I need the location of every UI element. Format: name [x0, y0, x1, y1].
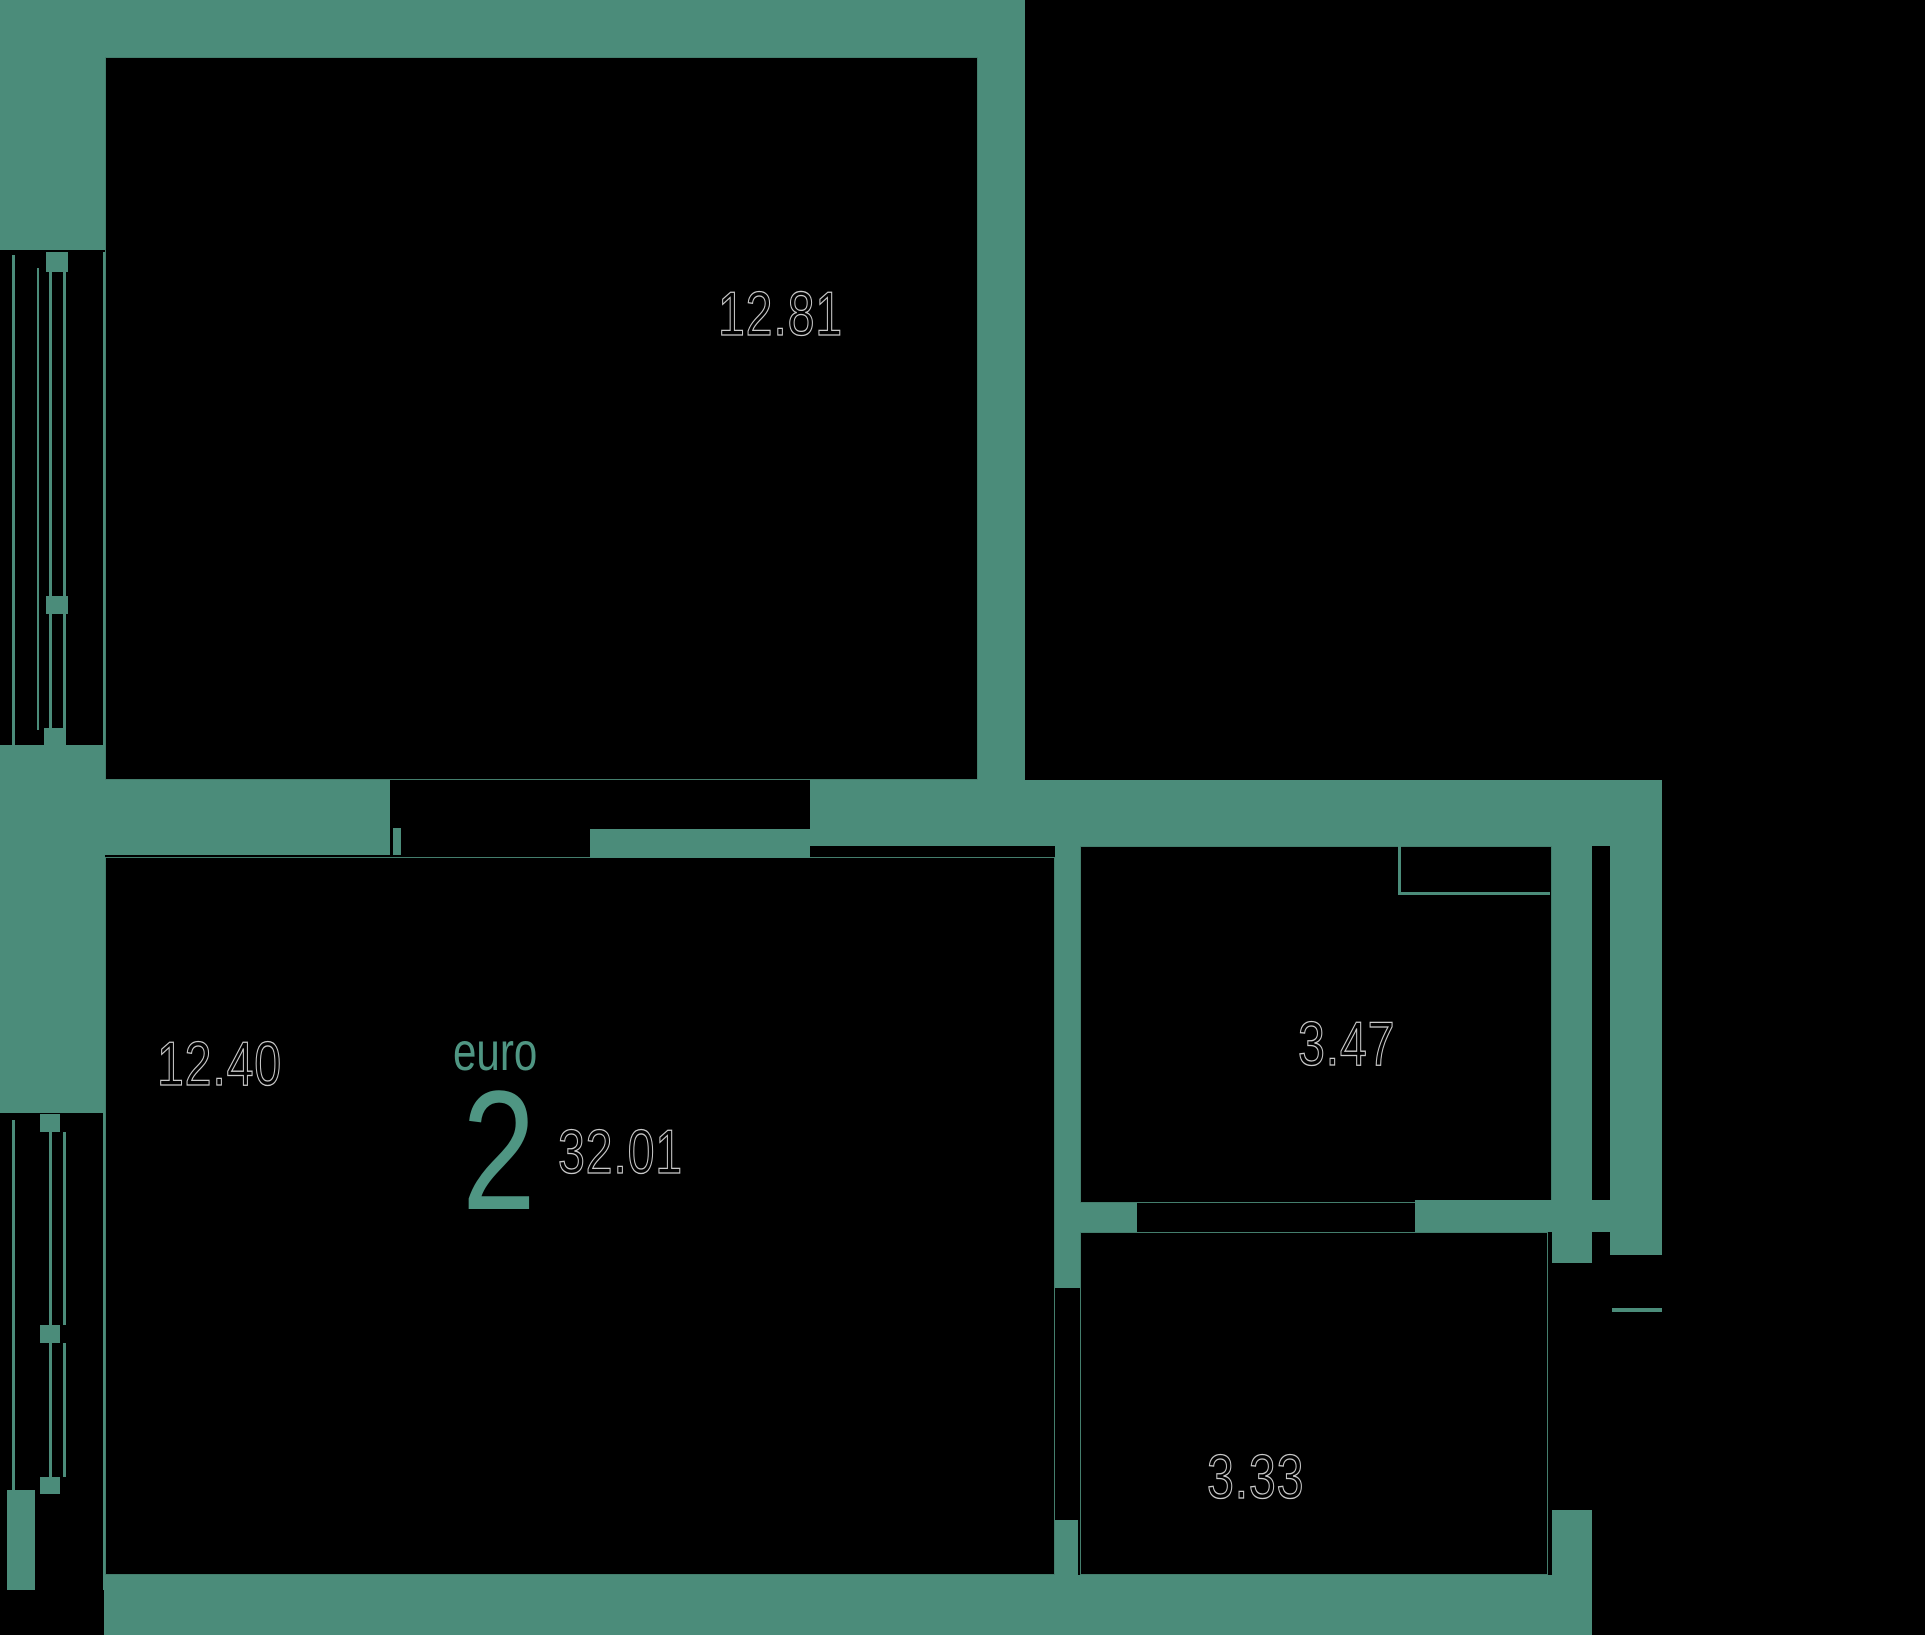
window-upper-inner-face-line [103, 252, 105, 780]
room-area-label-right-upper: 3.47 [1297, 1009, 1396, 1079]
wall-right-outer [1610, 780, 1662, 1255]
window-upper-frame-a1 [49, 272, 52, 598]
wall-347-bottom-left [1080, 1203, 1137, 1232]
wardrobe-line-vertical [1398, 846, 1401, 895]
window-upper-frame-a2 [63, 272, 66, 598]
window-lower-outer-line [12, 1120, 15, 1582]
room-area-label-right-lower: 3.33 [1206, 1442, 1305, 1512]
wall-mid-left-thick [0, 780, 390, 855]
window-upper-frame-b2 [63, 614, 66, 728]
unit-type-label: euro [453, 1022, 538, 1082]
wall-partition-vertical-stub [1055, 1520, 1078, 1578]
window-lower-cap-mid [40, 1325, 60, 1343]
window-lower-frame-a1 [49, 1132, 52, 1325]
wardrobe-line-horizontal [1398, 892, 1550, 895]
window-upper-cap-bottom [44, 728, 66, 750]
window-lower-frame-b1 [49, 1343, 52, 1477]
wall-mid-thin-strip [590, 829, 810, 858]
wall-bottom-band [104, 1575, 1592, 1635]
wall-partition-vertical [1055, 846, 1080, 1288]
window-upper-cap-top [46, 252, 68, 272]
wall-right-inner [1552, 846, 1592, 1263]
balcony-rail-line [1612, 1308, 1662, 1312]
wall-bottom-left-corner-block [7, 1490, 35, 1590]
window-upper-cap-mid [46, 596, 68, 614]
room-area-label-top: 12.81 [717, 279, 843, 349]
window-upper-line2 [37, 268, 39, 730]
wall-left-column-top [0, 0, 105, 250]
wall-mid-right-thick [810, 780, 1662, 846]
window-lower-frame-b2 [63, 1343, 66, 1477]
window-lower-cap-top [40, 1114, 60, 1132]
room-area-label-left: 12.40 [156, 1029, 282, 1099]
unit-rooms-count: 2 [462, 1056, 536, 1246]
window-upper-outer-line [12, 255, 15, 752]
window-lower-cap-bottom [40, 1477, 60, 1494]
unit-total-area: 32.01 [557, 1117, 683, 1187]
wall-top-room-right [978, 0, 1025, 846]
room-right-lower-hall [1080, 1232, 1548, 1575]
wall-door-jamb-left [393, 828, 401, 855]
window-upper-frame-b1 [49, 614, 52, 728]
room-left-living [105, 857, 1055, 1575]
window-lower-inner-face-line [103, 1112, 105, 1590]
room-top-bedroom [105, 57, 978, 780]
room-right-upper-bathroom [1080, 846, 1552, 1203]
window-lower-frame-a2 [63, 1132, 66, 1325]
wall-top-band [0, 0, 1025, 57]
